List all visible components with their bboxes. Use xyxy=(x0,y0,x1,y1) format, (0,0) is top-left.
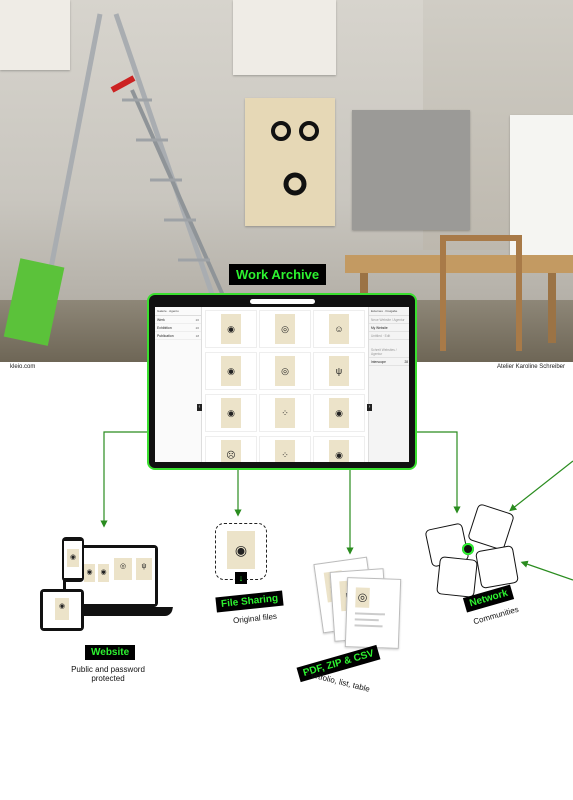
app-screen: Galerie · Agentu Werk 20 Exhibition 20 P… xyxy=(155,307,409,462)
export-sheet: ◎ xyxy=(344,577,402,649)
artwork-thumbnail: ◉ xyxy=(329,398,349,428)
artwork-thumbnail: ◉ xyxy=(221,356,241,386)
caption-left: kleio.com xyxy=(10,364,36,370)
file-artwork: ◉ xyxy=(227,531,255,569)
artwork-thumbnail: ◎ xyxy=(275,356,295,386)
arrow-right-icon[interactable]: › xyxy=(367,404,372,411)
artwork-tile[interactable]: ψ xyxy=(313,352,365,390)
download-icon[interactable]: ↓ xyxy=(235,572,247,584)
right-panel-heading: Externes · Freigabe xyxy=(369,307,409,316)
mini-artwork: ψ xyxy=(136,558,152,580)
wall-artwork xyxy=(0,0,70,70)
artwork-grid: ◉ ◎ ☺ ◉ ◎ ψ ◉ ⁘ ◉ ☹ ⁘ ◉ xyxy=(205,310,365,462)
website-field-hint: Untitled · Edit xyxy=(369,332,409,340)
artwork-thumbnail: ⁘ xyxy=(275,398,295,428)
section-new-website: Neue Website / Agentur xyxy=(369,316,409,324)
artwork-thumbnail: ◉ xyxy=(221,398,241,428)
nav-item-label: Exhibition xyxy=(157,325,172,330)
mini-artwork: ◉ xyxy=(67,549,79,567)
website-field[interactable]: My Website xyxy=(369,324,409,332)
artwork-tile[interactable]: ☹ xyxy=(205,436,257,462)
artwork-tile[interactable]: ◉ xyxy=(205,394,257,432)
artwork-tile[interactable]: ⁘ xyxy=(259,394,311,432)
shared-website-row[interactable]: Interscope 28 xyxy=(369,358,409,366)
artwork-tile[interactable]: ◎ xyxy=(259,310,311,348)
table-leg xyxy=(548,273,556,343)
wall-artwork xyxy=(233,0,336,75)
tablet-screen: ◉ xyxy=(43,592,81,628)
shared-website-count: 28 xyxy=(404,359,408,364)
artwork-thumbnail: ☺ xyxy=(329,314,349,344)
sheet-line xyxy=(354,624,383,627)
section-shared-websites: Schreit Websites / Agentur xyxy=(369,346,409,358)
artwork-thumbnail: ψ xyxy=(329,356,349,386)
artwork-tile[interactable]: ◎ xyxy=(259,352,311,390)
artwork-thumbnail: ☹ xyxy=(221,440,241,462)
sheet-line xyxy=(354,612,385,615)
wall-artwork xyxy=(352,110,470,230)
mini-artwork: ◉ xyxy=(98,564,109,582)
network-hub-icon xyxy=(462,543,474,555)
right-panel: Externes · Freigabe Neue Website / Agent… xyxy=(368,307,409,462)
mini-artwork: ◉ xyxy=(55,598,69,620)
sheet-artwork: ◎ xyxy=(355,587,370,608)
nav-item-count: 18 xyxy=(195,333,199,338)
network-tile xyxy=(474,544,520,590)
wall-artwork xyxy=(245,98,335,226)
artwork-tile[interactable]: ◉ xyxy=(205,310,257,348)
arrow-left-icon[interactable]: ‹ xyxy=(197,404,202,411)
nav-item-werk[interactable]: Werk 20 xyxy=(155,316,201,324)
nav-item-count: 20 xyxy=(195,317,199,322)
website-tablet: ◉ xyxy=(40,589,84,631)
device-notch xyxy=(250,299,315,304)
file-sharing-card: ◉ ↓ xyxy=(215,523,267,584)
paper-roll xyxy=(510,115,573,255)
network-tile xyxy=(436,556,478,598)
artwork-tile[interactable]: ☺ xyxy=(313,310,365,348)
artwork-thumbnail: ⁘ xyxy=(275,440,295,462)
chair xyxy=(440,235,522,351)
artwork-tile[interactable]: ◉ xyxy=(313,436,365,462)
artwork-tile[interactable]: ◉ xyxy=(205,352,257,390)
mini-artwork: ◎ xyxy=(114,558,132,580)
website-label: Website xyxy=(85,645,136,660)
phone-screen: ◉ xyxy=(64,541,82,578)
sheet-line xyxy=(354,618,379,621)
left-panel-heading: Galerie · Agentu xyxy=(155,307,201,316)
artwork-tile[interactable]: ⁘ xyxy=(259,436,311,462)
artwork-tile[interactable]: ◉ xyxy=(313,394,365,432)
nav-item-exhibition[interactable]: Exhibition 20 xyxy=(155,324,201,332)
shared-website-name: Interscope xyxy=(371,359,386,364)
artwork-grid-panel: ◉ ◎ ☺ ◉ ◎ ψ ◉ ⁘ ◉ ☹ ⁘ ◉ xyxy=(202,307,367,462)
artwork-thumbnail: ◉ xyxy=(329,440,349,462)
website-phone: ◉ xyxy=(62,537,84,582)
nav-item-publication[interactable]: Publication 18 xyxy=(155,332,201,340)
nav-item-count: 20 xyxy=(195,325,199,330)
work-archive-title: Work Archive xyxy=(229,264,327,285)
tablet-device: Galerie · Agentu Werk 20 Exhibition 20 P… xyxy=(149,295,415,468)
nav-item-label: Werk xyxy=(157,317,165,322)
website-caption: Public and password protected xyxy=(71,665,145,683)
caption-right: Atelier Karoline Schreiber xyxy=(496,364,565,370)
nav-item-label: Publication xyxy=(157,333,174,338)
artwork-thumbnail: ◉ xyxy=(221,314,241,344)
left-panel: Galerie · Agentu Werk 20 Exhibition 20 P… xyxy=(155,307,202,462)
mini-artwork: ◉ xyxy=(84,564,95,582)
artwork-thumbnail: ◎ xyxy=(275,314,295,344)
ladder xyxy=(3,13,319,346)
